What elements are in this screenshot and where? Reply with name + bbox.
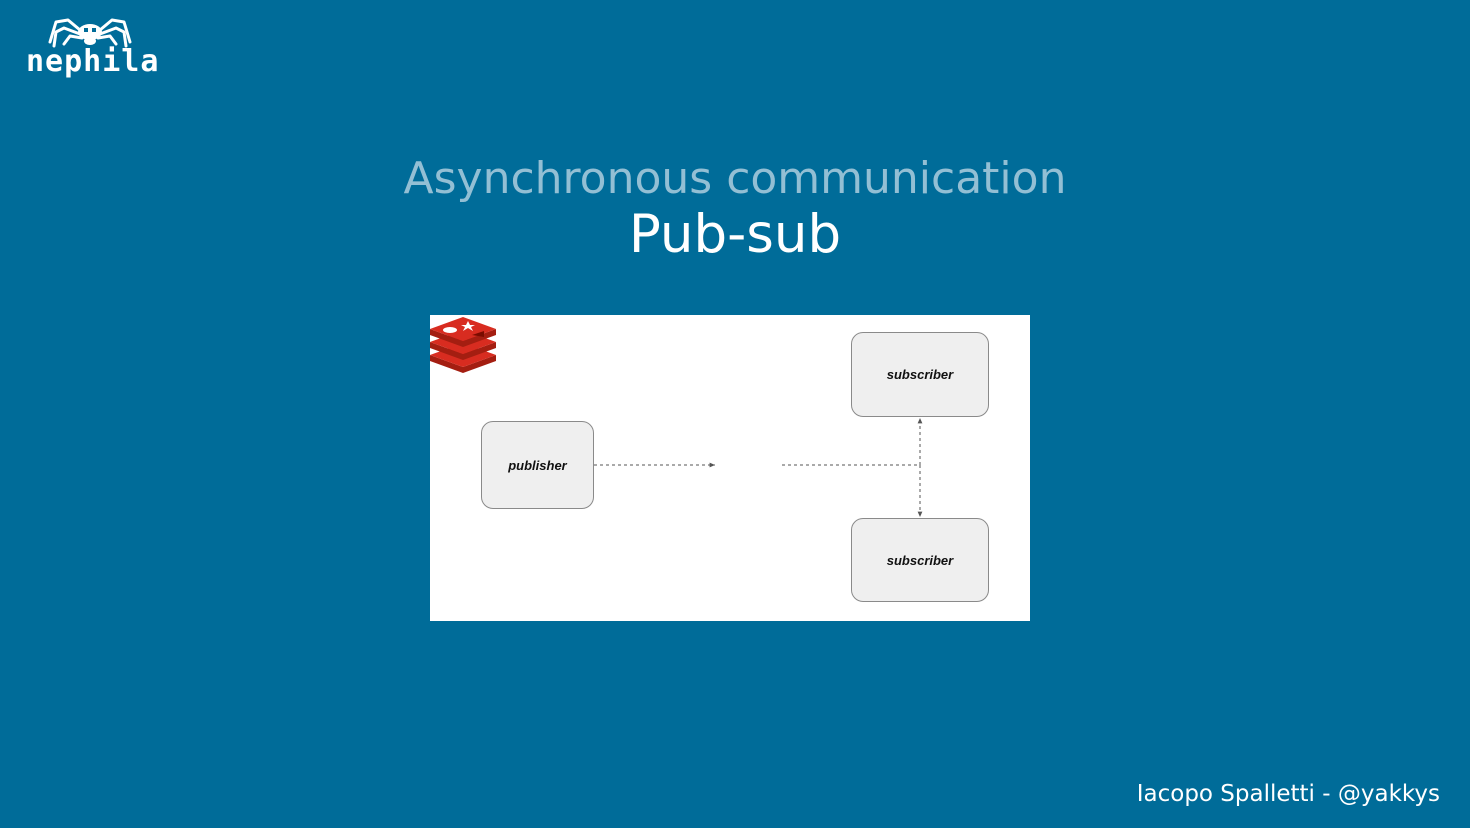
slide-subtitle: Asynchronous communication — [403, 153, 1067, 204]
brand-name: nephila — [26, 44, 160, 79]
author-credit: Iacopo Spalletti - @yakkys — [1136, 781, 1440, 807]
pubsub-diagram: publisher subscriber subscriber — [430, 315, 1030, 621]
publisher-label: publisher — [508, 457, 567, 473]
subscriber-node-bottom: subscriber — [851, 518, 989, 602]
diagram-connectors — [594, 418, 923, 517]
publisher-node: publisher — [481, 421, 594, 509]
subscriber-top-label: subscriber — [886, 367, 954, 382]
slide-title: Pub-sub — [628, 204, 842, 265]
subscriber-node-top: subscriber — [851, 332, 989, 417]
redis-icon — [430, 317, 496, 373]
nephila-logo-icon — [48, 18, 132, 48]
subscriber-bottom-label: subscriber — [886, 552, 954, 568]
